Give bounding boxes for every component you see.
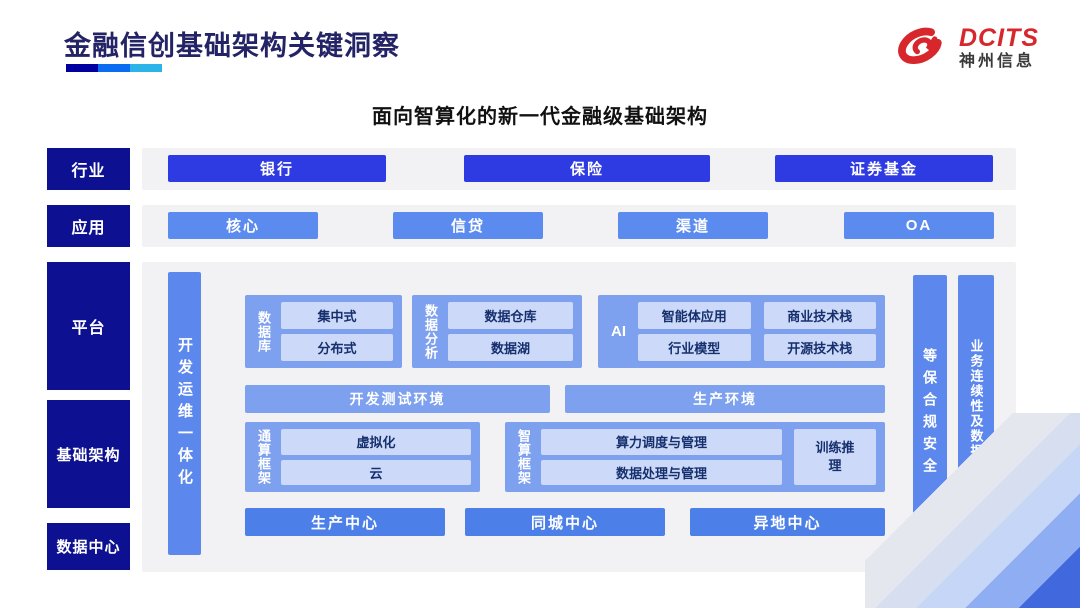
application-item-core: 核心: [168, 212, 318, 239]
ai-item-opensource-stack: 开源技术栈: [763, 334, 876, 361]
company-logo: DCITS 神州信息: [893, 16, 1063, 80]
logo-company-name: 神州信息: [959, 52, 1036, 70]
corner-diagonal-decoration: [865, 413, 1080, 608]
smart-computing-items: 算力调度与管理 数据处理与管理 训练推理: [541, 429, 876, 485]
data-analysis-group-label: 数据分析: [423, 303, 438, 360]
smart-item-data-processing: 数据处理与管理: [541, 459, 782, 485]
data-analysis-group-items: 数据仓库 数据湖: [448, 302, 573, 361]
ai-item-industry-model: 行业模型: [638, 334, 751, 361]
category-application: 应用: [47, 205, 130, 247]
application-item-channel: 渠道: [618, 212, 768, 239]
general-computing-group: 通算框架 虚拟化 云: [245, 422, 480, 492]
smart-computing-stack: 算力调度与管理 数据处理与管理: [541, 429, 782, 485]
ai-group: AI 智能体应用 商业技术栈 行业模型 开源技术栈: [598, 295, 885, 368]
smart-item-compute-scheduling: 算力调度与管理: [541, 429, 782, 455]
logo-text: DCITS 神州信息: [959, 25, 1039, 70]
data-analysis-group: 数据分析 数据仓库 数据湖: [412, 295, 582, 368]
center-production: 生产中心: [245, 508, 445, 536]
devops-vertical-bar: 开发运维一体化: [168, 272, 201, 555]
smart-computing-label: 智算框架: [516, 429, 531, 485]
database-item-centralized: 集中式: [281, 302, 393, 329]
category-platform: 平台: [47, 262, 130, 390]
underline-segment-dark: [66, 64, 98, 72]
database-group-items: 集中式 分布式: [281, 302, 393, 361]
general-computing-items: 虚拟化 云: [281, 429, 471, 485]
smart-computing-group: 智算框架 算力调度与管理 数据处理与管理 训练推理: [505, 422, 885, 492]
title-underline: [66, 64, 162, 72]
smart-item-training-inference: 训练推理: [794, 429, 876, 485]
general-item-cloud: 云: [281, 459, 471, 485]
database-group-label: 数据库: [256, 310, 271, 353]
environment-dev-test: 开发测试环境: [245, 385, 550, 413]
application-item-credit: 信贷: [393, 212, 543, 239]
underline-segment-blue: [98, 64, 130, 72]
industry-item-securities: 证券基金: [775, 155, 993, 182]
dcits-swirl-icon: [898, 27, 942, 64]
database-item-distributed: 分布式: [281, 334, 393, 361]
center-remote: 异地中心: [690, 508, 885, 536]
general-computing-label: 通算框架: [256, 429, 271, 485]
data-analysis-item-lake: 数据湖: [448, 334, 573, 361]
ai-group-items: 智能体应用 商业技术栈 行业模型 开源技术栈: [638, 302, 876, 361]
page-title: 金融信创基础架构关键洞察: [64, 31, 400, 61]
center-same-city: 同城中心: [465, 508, 665, 536]
data-analysis-item-warehouse: 数据仓库: [448, 302, 573, 329]
ai-group-label: AI: [611, 323, 626, 340]
logo-brand: DCITS: [959, 24, 1039, 53]
category-industry: 行业: [47, 148, 130, 190]
industry-item-insurance: 保险: [464, 155, 710, 182]
ai-item-agent-app: 智能体应用: [638, 302, 751, 329]
general-item-virtualization: 虚拟化: [281, 429, 471, 455]
application-item-oa: OA: [844, 212, 994, 239]
category-infrastructure: 基础架构: [47, 400, 130, 508]
industry-item-bank: 银行: [168, 155, 386, 182]
application-row: 核心 信贷 渠道 OA: [142, 205, 1016, 247]
environment-production: 生产环境: [565, 385, 885, 413]
underline-segment-cyan: [130, 64, 162, 72]
category-datacenter: 数据中心: [47, 523, 130, 570]
database-group: 数据库 集中式 分布式: [245, 295, 402, 368]
ai-item-commercial-stack: 商业技术栈: [763, 302, 876, 329]
diagram-title: 面向智算化的新一代金融级基础架构: [372, 106, 708, 128]
industry-row: 银行 保险 证券基金: [142, 148, 1016, 190]
